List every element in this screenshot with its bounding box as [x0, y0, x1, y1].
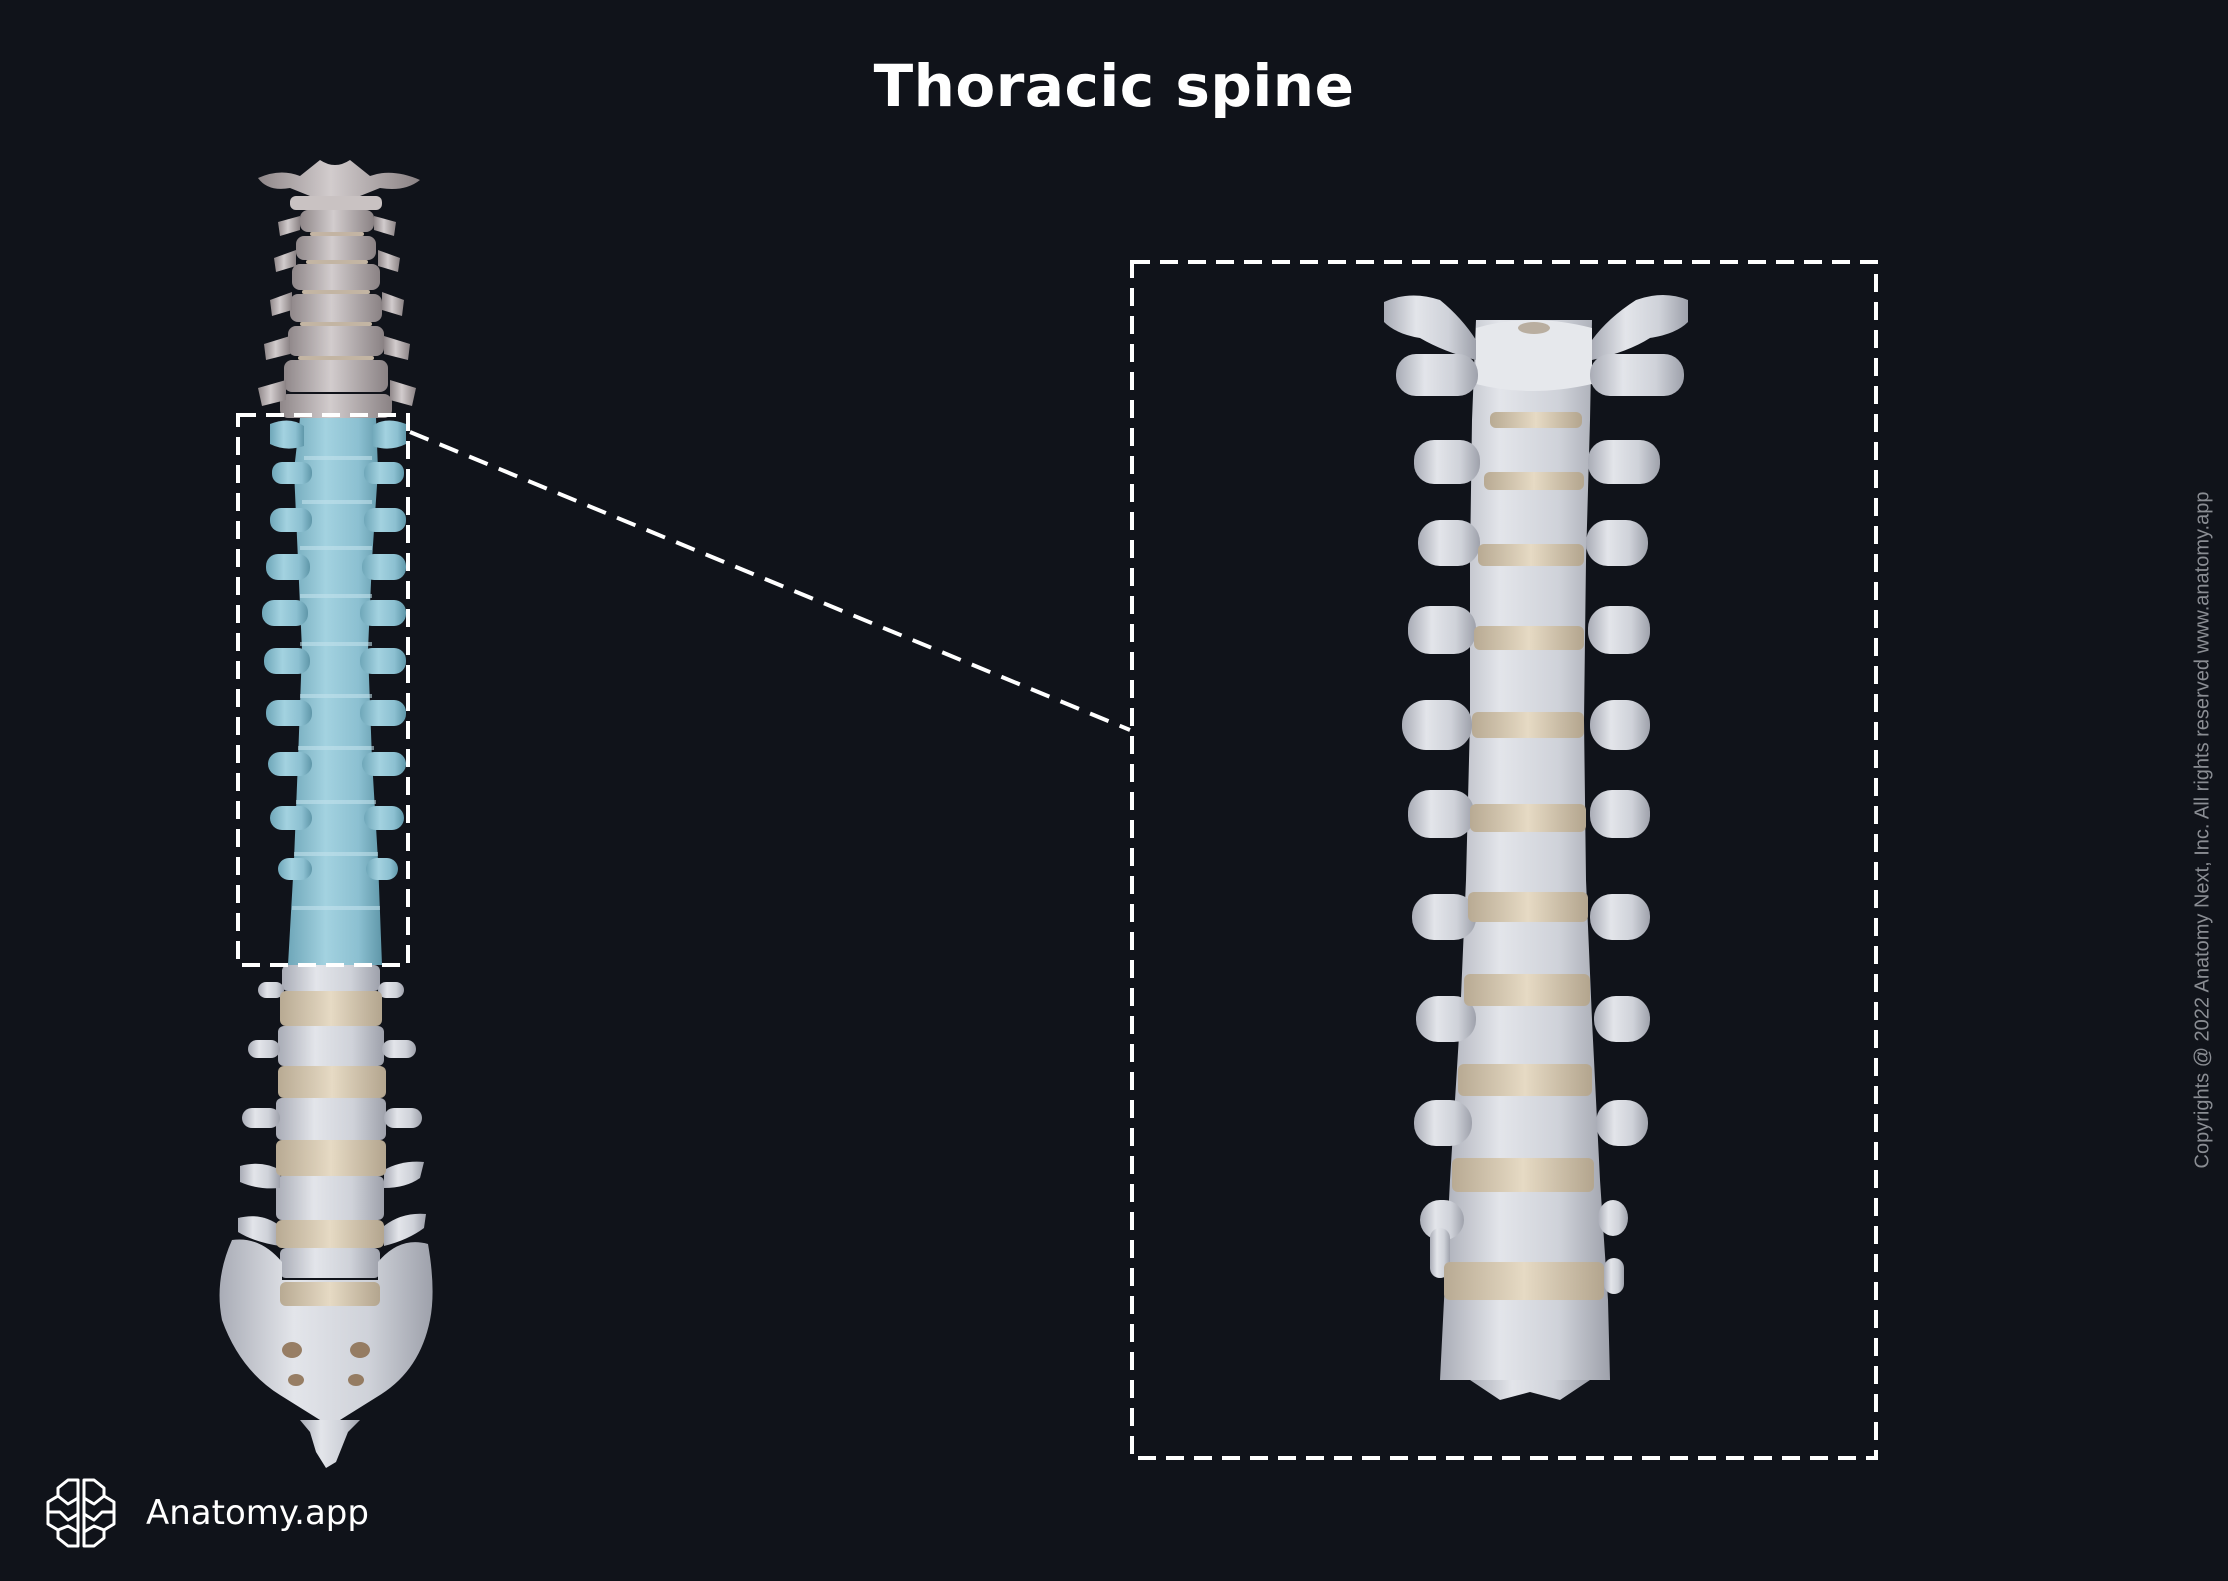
cervical-region: [258, 160, 420, 418]
sacrum-region: [219, 1239, 433, 1468]
lumbar-region: [238, 965, 426, 1278]
overview-highlight-box: [236, 413, 410, 967]
zoom-connector-line: [409, 430, 1131, 732]
brand-logo[interactable]: Anatomy.app: [40, 1476, 369, 1550]
brand-name: Anatomy.app: [146, 1493, 369, 1533]
zoom-box: [1130, 260, 1878, 1460]
zoomed-thoracic-spine: [1130, 260, 1878, 1460]
brain-icon: [46, 1478, 116, 1548]
copyright-notice: Copyrights @ 2022 Anatomy Next, Inc. All…: [2191, 491, 2214, 1169]
overview-spine: [219, 160, 433, 1468]
thoracic-region-highlighted: [262, 418, 406, 965]
page-title: Thoracic spine: [873, 52, 1355, 120]
